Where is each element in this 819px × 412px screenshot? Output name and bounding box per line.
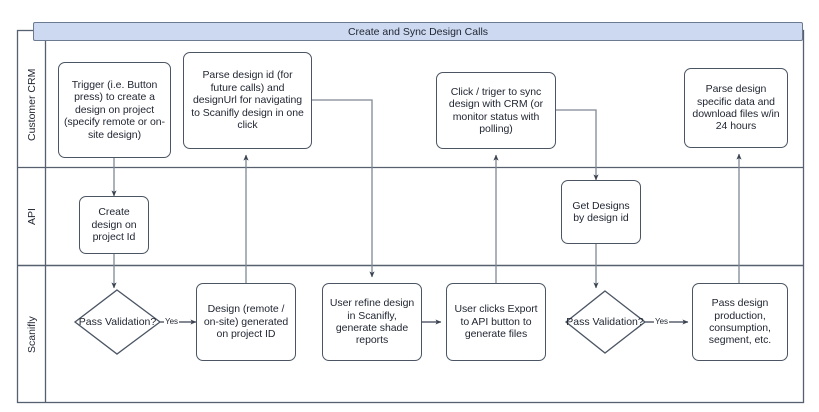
node-create-design-on-project-id[interactable]: Create design on project Id	[79, 196, 149, 254]
node-user-refine-design[interactable]: User refine design in Scanifly, generate…	[322, 283, 422, 361]
node-click-trigger-sync[interactable]: Click / triger to sync design with CRM (…	[436, 72, 556, 149]
node-design-generated-on-project-id[interactable]: Design (remote / on-site) generated on p…	[196, 283, 296, 361]
edge-click-sync-to-get-designs	[556, 109, 599, 181]
edge-label-yes-2: Yes	[654, 317, 670, 326]
lane-label-scanifly: Scanifly	[26, 316, 38, 353]
pool-header-title: Create and Sync Design Calls	[33, 22, 803, 41]
edge-label-yes-1: Yes	[164, 317, 180, 326]
node-user-clicks-export-to-api[interactable]: User clicks Export to API button to gene…	[446, 283, 546, 361]
decision-shapes	[73, 289, 647, 355]
node-parse-design-id[interactable]: Parse design id (for future calls) and d…	[183, 52, 312, 149]
lane-label-api: API	[26, 208, 38, 226]
node-parse-design-specific-data[interactable]: Parse design specific data and download …	[684, 68, 788, 148]
pass-validation-2-shape	[564, 290, 647, 354]
lane-label-customer-crm: Customer CRM	[26, 68, 38, 141]
pass-validation-1-shape	[73, 289, 162, 355]
node-trigger-create-design[interactable]: Trigger (i.e. Button press) to create a …	[58, 62, 171, 158]
node-get-designs-by-design-id[interactable]: Get Designs by design id	[561, 180, 641, 244]
node-pass-design-production[interactable]: Pass design production, consumption, seg…	[692, 283, 788, 361]
edge-parse-id-to-refine	[312, 99, 375, 278]
